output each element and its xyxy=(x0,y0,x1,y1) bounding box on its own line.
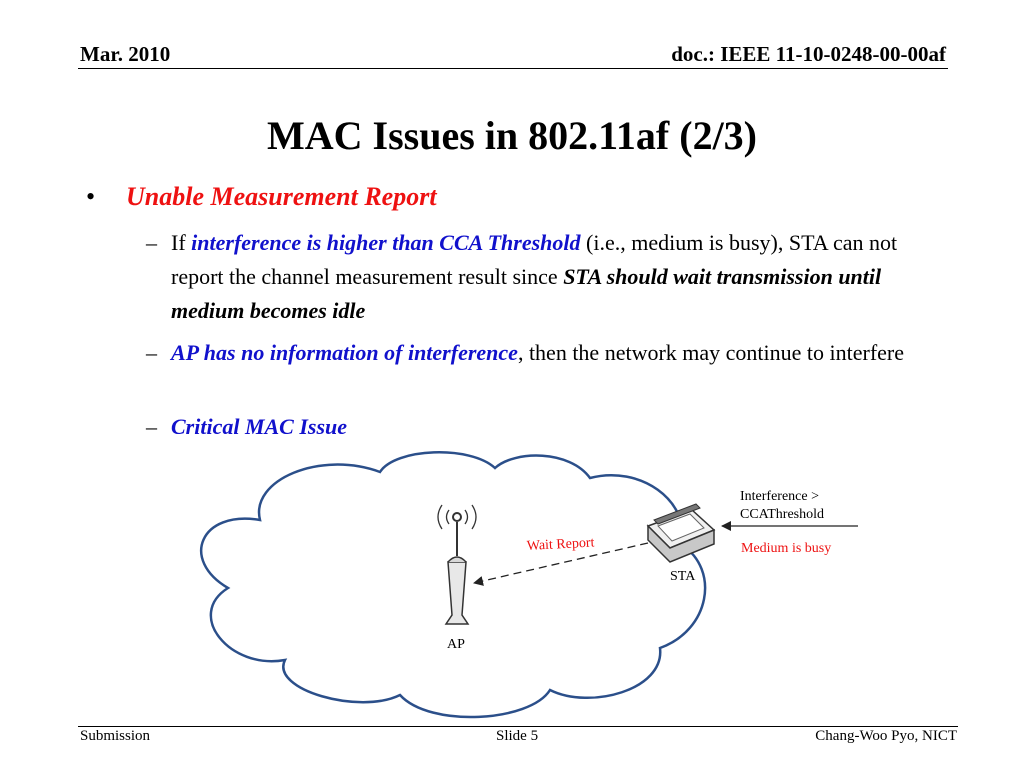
sub-bullet-text: If interference is higher than CCA Thres… xyxy=(171,226,911,328)
interference-label-line1: Interference > xyxy=(740,489,819,504)
cloud-shape xyxy=(200,451,707,719)
header-divider xyxy=(78,68,948,69)
sta-label: STA xyxy=(670,569,696,584)
slide-title: MAC Issues in 802.11af (2/3) xyxy=(266,113,758,158)
dash-marker: – xyxy=(146,340,157,365)
emphasis-sta-wait: STA should wait transmission until mediu… xyxy=(171,264,882,323)
wait-report-arrow xyxy=(473,542,649,586)
text-part: , then the network may continue to inter… xyxy=(517,340,905,365)
text-part: If xyxy=(171,230,192,255)
footer-divider xyxy=(78,726,958,727)
header-doc-id: doc.: IEEE 11-10-0248-00-00af xyxy=(671,42,946,66)
dash-marker: – xyxy=(146,230,157,255)
interference-label-line2: CCAThreshold xyxy=(740,507,824,522)
sub-bullet-text: Critical MAC Issue xyxy=(171,410,911,444)
ap-antenna-icon xyxy=(437,504,477,625)
ap-label: AP xyxy=(447,637,465,652)
sta-laptop-icon xyxy=(646,503,716,563)
emphasis-critical: Critical MAC Issue xyxy=(171,414,348,439)
emphasis-ap-info: AP has no information of interference xyxy=(171,340,518,365)
medium-busy-label: Medium is busy xyxy=(741,541,831,556)
dash-marker: – xyxy=(146,414,157,439)
bullet-marker: • xyxy=(86,182,96,211)
footer-submission: Submission xyxy=(80,728,151,744)
emphasis-interference: interference is higher than CCA Threshol… xyxy=(191,230,581,255)
footer-author: Chang-Woo Pyo, NICT xyxy=(815,728,957,744)
text-part: (i.e., medium is busy), STA can not repo… xyxy=(171,230,898,289)
sub-bullet-text: AP has no information of interference, t… xyxy=(171,336,911,370)
wait-report-label: Wait Report xyxy=(526,535,594,554)
header-date: Mar. 2010 xyxy=(80,42,171,66)
bullet-text: Unable Measurement Report xyxy=(126,182,437,211)
footer-slide-number: Slide 5 xyxy=(496,728,539,744)
